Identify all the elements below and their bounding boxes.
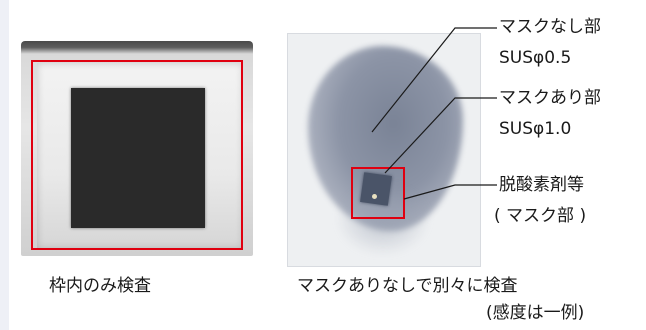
label-mask-present: マスクあり部 xyxy=(499,88,601,108)
label-mask-part: ( マスク部 ) xyxy=(494,206,587,226)
label-oxygen-absorber: 脱酸素剤等 xyxy=(499,175,584,195)
mask-inspection-image xyxy=(287,33,481,267)
mask-region-box xyxy=(351,167,405,219)
caption-left: 枠内のみ検査 xyxy=(49,276,151,296)
label-mask-present-spec: SUSφ1.0 xyxy=(499,119,572,139)
caption-right-line2: (感度は一例) xyxy=(486,303,585,323)
label-mask-none-spec: SUSφ0.5 xyxy=(499,48,572,68)
frame-inspection-image xyxy=(21,41,253,256)
inspection-area-box xyxy=(31,60,243,250)
package-contents xyxy=(71,88,205,228)
caption-right-line1: マスクありなしで別々に検査 xyxy=(297,276,518,296)
detected-contaminant xyxy=(372,194,377,199)
label-mask-none: マスクなし部 xyxy=(499,17,601,37)
